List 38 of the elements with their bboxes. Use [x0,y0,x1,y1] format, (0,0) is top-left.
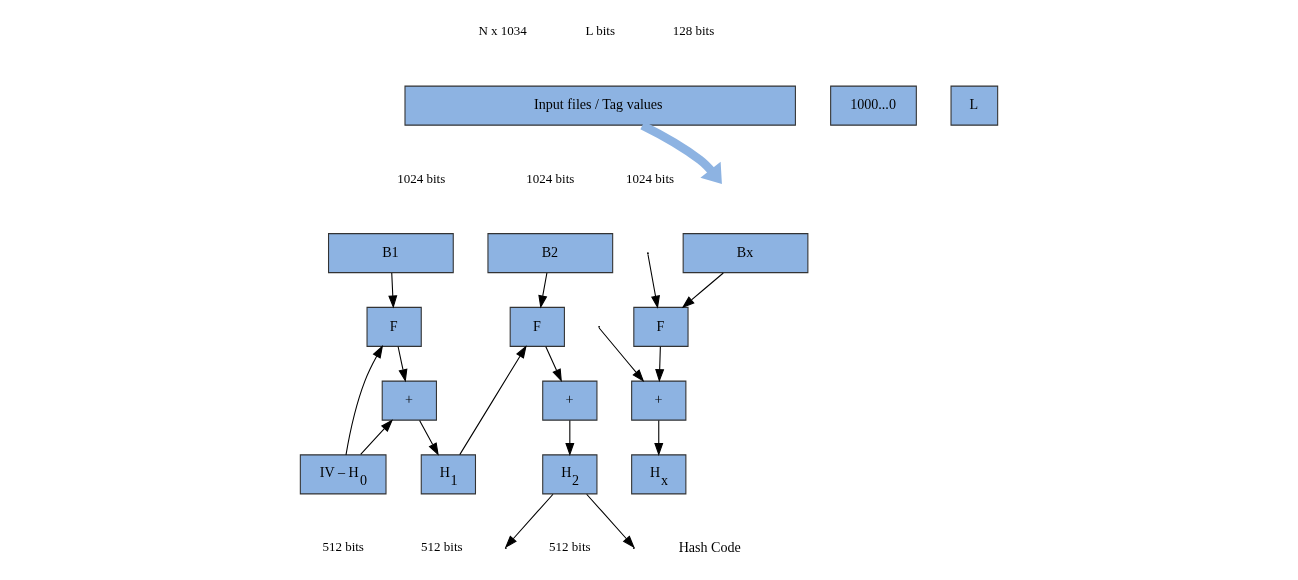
arrow [565,419,575,456]
node-box: Input files / Tag values [404,85,796,126]
arrow [586,493,635,549]
arrow [419,419,439,456]
label: 512 bits [549,539,591,555]
arrow [538,272,548,309]
label: 1024 bits [526,170,575,186]
arrow [647,253,660,309]
node-box: F [633,306,689,347]
node-box: + [542,380,598,421]
arrow [598,327,645,383]
arrow [360,419,394,455]
node-box: B2 [487,233,614,274]
label: 512 bits [322,539,364,555]
arrow [504,493,554,549]
node-box: L [950,85,999,126]
arrow [681,272,724,309]
label: 1024 bits [397,170,446,186]
label: 1024 bits [626,170,675,186]
label: 512 bits [421,539,463,555]
arrow [459,345,527,456]
node-box: + [631,380,687,421]
node-box: Bx [682,233,809,274]
node-box: F [509,306,565,347]
arrow [655,346,665,383]
arrow [397,346,408,383]
label: L bits [585,23,615,39]
node-box: B1 [328,233,454,274]
arrow [345,345,384,456]
node-label: Hash Code [678,538,741,555]
node-box: 1000...0 [830,85,917,126]
node-box: + [381,380,437,421]
label: N x 1034 [478,23,527,39]
node-box: F [366,306,422,347]
arrow [654,419,664,456]
arrow [545,346,562,383]
label: 128 bits [672,23,715,39]
arrow [388,272,398,309]
